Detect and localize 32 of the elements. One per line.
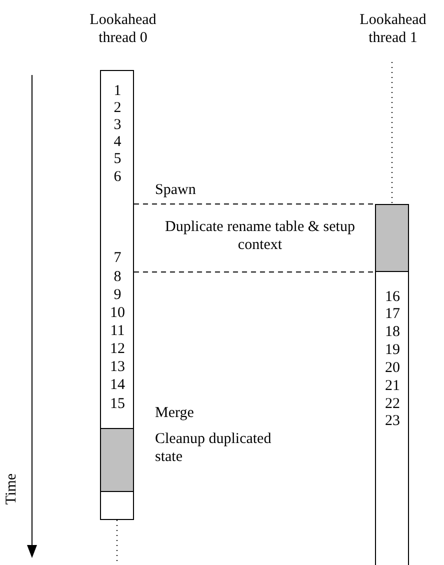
instruction-number: 18 <box>384 324 401 340</box>
instruction-number: 22 <box>384 396 401 412</box>
shaded-box <box>375 204 409 272</box>
instruction-number: 16 <box>384 289 401 305</box>
instruction-number: 2 <box>112 100 122 116</box>
instruction-number: 8 <box>112 269 122 285</box>
column-heading: Lookahead thread 1 <box>358 11 428 47</box>
annotation: Cleanup duplicated state <box>155 430 272 466</box>
instruction-number: 4 <box>112 134 122 150</box>
instruction-number: 10 <box>109 305 126 321</box>
instruction-number: 7 <box>112 250 122 266</box>
instruction-number: 17 <box>384 306 401 322</box>
instruction-number: 3 <box>112 117 122 133</box>
column-heading: Lookahead thread 0 <box>88 11 158 47</box>
instruction-number: 14 <box>109 377 126 393</box>
instruction-number: 5 <box>112 151 122 167</box>
instruction-number: 9 <box>112 287 122 303</box>
instruction-number: 1 <box>112 83 122 99</box>
instruction-number: 23 <box>384 413 401 429</box>
event-label: Merge <box>155 404 194 422</box>
instruction-number: 15 <box>109 396 126 412</box>
shaded-box <box>100 428 134 492</box>
annotation: Duplicate rename table & setup context <box>164 218 356 254</box>
instruction-number: 20 <box>384 360 401 376</box>
instruction-number: 19 <box>384 342 401 358</box>
axis-label: Time <box>2 473 21 505</box>
instruction-number: 21 <box>384 378 401 394</box>
event-label: Spawn <box>155 181 196 199</box>
instruction-number: 6 <box>112 169 122 185</box>
instruction-number: 11 <box>109 323 126 339</box>
instruction-number: 13 <box>109 359 126 375</box>
instruction-number: 12 <box>109 341 126 357</box>
